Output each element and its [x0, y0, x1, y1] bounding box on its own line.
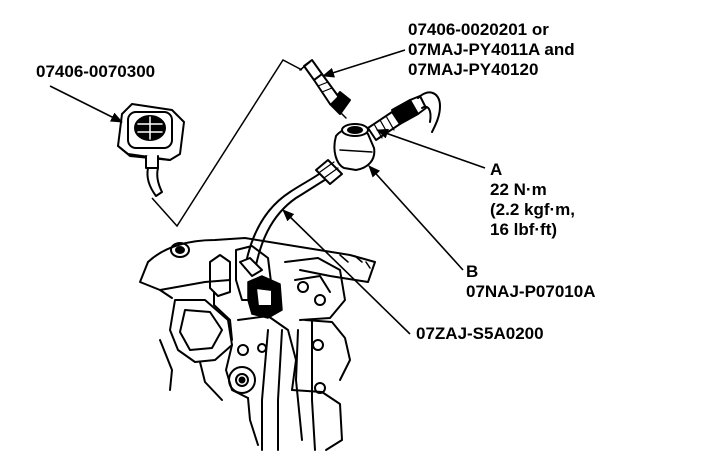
hose-part-number: 07ZAJ-S5A0200	[416, 324, 544, 343]
tool-callout-lines	[151, 59, 303, 228]
gauge-hose-assembly	[239, 59, 441, 277]
bleeder-tool-part-number: 07406-0070300	[36, 62, 156, 81]
adapter-label: 07406-0020201 or 07MAJ-PY4011A and 07MAJ…	[408, 20, 575, 80]
callout-a-torque-kgf: (2.2 kgf·m,	[490, 200, 576, 219]
callout-a-torque-lbf: 16 lbf·ft)	[490, 220, 558, 239]
bleeder-tool-illustration	[117, 103, 185, 197]
bleeder-tool-label: 07406-0070300	[36, 62, 155, 82]
hose-label: 07ZAJ-S5A0200	[416, 324, 544, 344]
arrow-a	[376, 128, 486, 169]
callout-b-letter: B	[466, 262, 479, 281]
callout-b-part-number: 07NAJ-P07010A	[466, 282, 596, 301]
arrow-hose	[282, 209, 411, 335]
callout-b-label: B 07NAJ-P07010A	[466, 262, 595, 302]
arrow-bleeder-tool	[49, 85, 123, 123]
arrow-adapter	[322, 49, 406, 78]
adapter-part-line-2: 07MAJ-PY4011A and	[408, 40, 575, 59]
callout-a-torque-nm: 22 N·m	[490, 180, 547, 199]
callout-a-label: A 22 N·m (2.2 kgf·m, 16 lbf·ft)	[490, 160, 575, 240]
adapter-part-line-1: 07406-0020201 or	[408, 20, 549, 39]
callout-a-letter: A	[490, 160, 503, 179]
leader-arrows	[49, 49, 486, 335]
adapter-part-line-3: 07MAJ-PY40120	[408, 60, 539, 79]
engine-illustration	[139, 237, 376, 451]
arrow-b	[368, 165, 464, 271]
